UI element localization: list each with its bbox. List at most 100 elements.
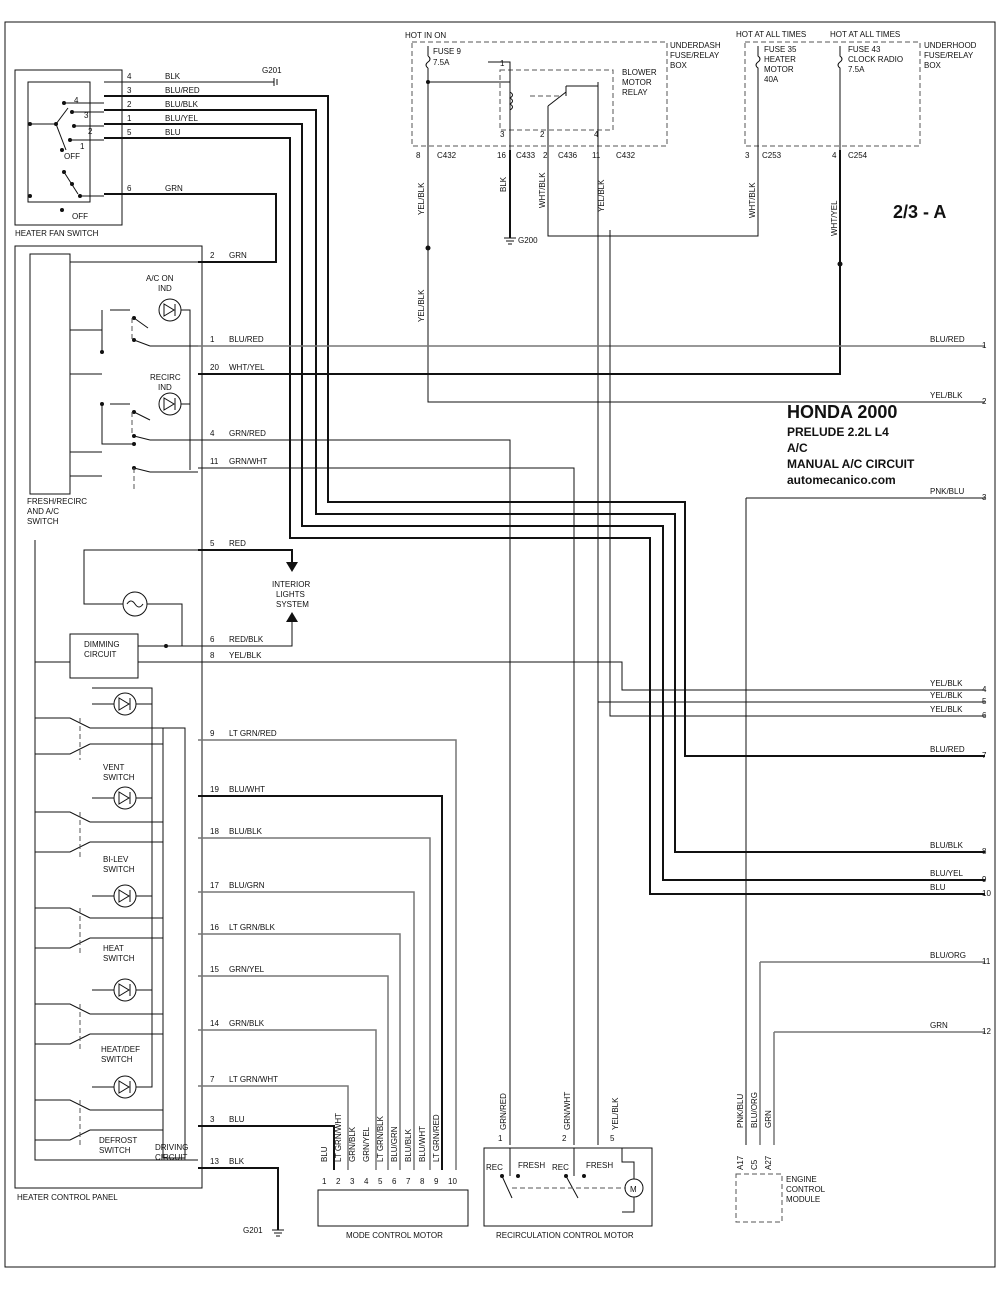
underhood-label-3: BOX <box>924 61 942 70</box>
ecm-pin: A27 <box>764 1155 773 1170</box>
c432b-name: C432 <box>616 151 636 160</box>
ecm-pin: C5 <box>750 1159 759 1170</box>
panel-wire-pin: 9 <box>210 729 215 738</box>
c253-pin: 3 <box>745 151 750 160</box>
output-wire-number: 9 <box>982 875 987 884</box>
c253-name: C253 <box>762 151 782 160</box>
fuse35-label-3: MOTOR <box>764 65 794 74</box>
vlabel-wht-blk-2: WHT/BLK <box>748 182 757 218</box>
panel-wire-color: BLU <box>229 1115 245 1124</box>
recirc-fresh-2: FRESH <box>586 1161 613 1170</box>
mode-motor-pin: 5 <box>378 1177 383 1186</box>
fresh-recirc-switch-block <box>29 253 71 495</box>
mode-motor-wire-color: LT GRN/BLK <box>376 1115 385 1162</box>
underdash-fuse-relay-box <box>411 41 668 147</box>
output-wire-color: BLU/YEL <box>930 869 963 878</box>
relay-pin1-wire <box>488 61 511 150</box>
output-wire-color: YEL/BLK <box>930 391 963 400</box>
fuse43-label-2: CLOCK RADIO <box>848 55 903 64</box>
fan-off-2: OFF <box>72 212 88 221</box>
c436-pin: 2 <box>543 151 548 160</box>
heat-label-2: SWITCH <box>103 954 135 963</box>
relay-pin-1: 1 <box>500 59 505 68</box>
driving-label-2: CIRCUIT <box>155 1153 188 1162</box>
relay-pin-4: 4 <box>594 130 599 139</box>
relay-pin-3: 3 <box>500 130 505 139</box>
ecm-label-1: ENGINE <box>786 1175 817 1184</box>
recirc-motor-wire-color: GRN/RED <box>499 1093 508 1130</box>
ecm-wire-color: PNK/BLU <box>736 1094 745 1128</box>
fan-switch-output-wires <box>104 81 985 895</box>
driving-circuit-block <box>162 727 186 1159</box>
output-wire-number: 11 <box>982 957 991 966</box>
panel-wire-pin: 4 <box>210 429 215 438</box>
output-wire-number: 12 <box>982 1027 991 1036</box>
output-wire-number: 6 <box>982 711 987 720</box>
yel-blk-fuse9-wire <box>427 150 985 403</box>
output-wire-color: YEL/BLK <box>930 679 963 688</box>
mode-motor-wire-color: LT GRN/WHT <box>334 1113 343 1162</box>
panel-wire-color: GRN/BLK <box>229 1019 265 1028</box>
panel-wire-pin: 3 <box>210 1115 215 1124</box>
mode-motor-pin: 1 <box>322 1177 327 1186</box>
c432-pin: 8 <box>416 151 421 160</box>
panel-routed-wires <box>198 230 985 1230</box>
relay-label-3: RELAY <box>622 88 648 97</box>
heater-fan-switch-box <box>14 69 123 226</box>
vlabel-wht-yel: WHT/YEL <box>830 200 839 236</box>
wht-yel-clock-wire <box>198 150 841 375</box>
output-wire-color: BLU/RED <box>930 335 965 344</box>
red-blk-wire-to-lights <box>198 618 293 647</box>
panel-wire-pin: 18 <box>210 827 219 836</box>
panel-wire-pin: 15 <box>210 965 219 974</box>
blower-motor-relay-box <box>499 69 614 131</box>
heatdef-label-1: HEAT/DEF <box>101 1045 140 1054</box>
fresh-recirc-internal-wiring <box>70 261 198 490</box>
wht-blk-heater-wire <box>547 150 759 237</box>
hot-at-all-times-label-2: HOT AT ALL TIMES <box>830 30 900 39</box>
heatdef-label-2: SWITCH <box>101 1055 133 1064</box>
interior-lights-2: LIGHTS <box>276 590 305 599</box>
g201-bottom-symbol <box>272 1229 284 1237</box>
relay-contacts <box>547 82 599 150</box>
panel-wire-pin: 16 <box>210 923 219 932</box>
recirc-motor-label: RECIRCULATION CONTROL MOTOR <box>496 1231 634 1240</box>
output-wire-number: 1 <box>982 341 987 350</box>
g201-top-label: G201 <box>262 66 282 75</box>
c254-pin: 4 <box>832 151 837 160</box>
panel-wire-pin: 5 <box>210 539 215 548</box>
fresh-label-2: AND A/C <box>27 507 59 516</box>
g201-bottom-label: G201 <box>243 1226 263 1235</box>
mode-motor-pin: 6 <box>392 1177 397 1186</box>
ac-ind-label-2: IND <box>158 284 172 293</box>
c432-name: C432 <box>437 151 457 160</box>
fan-switch-label: HEATER FAN SWITCH <box>15 229 99 238</box>
relay-label-1: BLOWER <box>622 68 657 77</box>
ac-on-indicator <box>158 298 182 322</box>
engine-control-module-box <box>735 1173 783 1223</box>
page-reference: 2/3 - A <box>893 202 946 222</box>
mode-motor-pin: 9 <box>434 1177 439 1186</box>
vent-label-2: SWITCH <box>103 773 135 782</box>
underdash-label-3: BOX <box>670 61 688 70</box>
panel-wire-color: RED <box>229 539 246 548</box>
mode-motor-pin: 3 <box>350 1177 355 1186</box>
output-wire-color: GRN <box>930 1021 948 1030</box>
connector-labels: 8 C432 16 C433 2 C436 11 C432 3 C253 4 C… <box>416 151 868 160</box>
g200-label: G200 <box>518 236 538 245</box>
panel-wire-pin: 13 <box>210 1157 219 1166</box>
recirc-ind-label-1: RECIRC <box>150 373 181 382</box>
fan-off-1: OFF <box>64 152 80 161</box>
fan-switch-contacts <box>28 101 82 212</box>
defrost-label-1: DEFROST <box>99 1136 137 1145</box>
bilev-label-1: BI-LEV <box>103 855 129 864</box>
relay-label-2: MOTOR <box>622 78 652 87</box>
fan-wire-color-blu-yel: BLU/YEL <box>165 114 198 123</box>
panel-wire-color: LT GRN/RED <box>229 729 277 738</box>
recirc-motor-pin: 5 <box>610 1134 615 1143</box>
panel-wire-pin: 14 <box>210 1019 219 1028</box>
panel-wire-color: BLU/GRN <box>229 881 265 890</box>
mode-motor-label: MODE CONTROL MOTOR <box>346 1231 443 1240</box>
